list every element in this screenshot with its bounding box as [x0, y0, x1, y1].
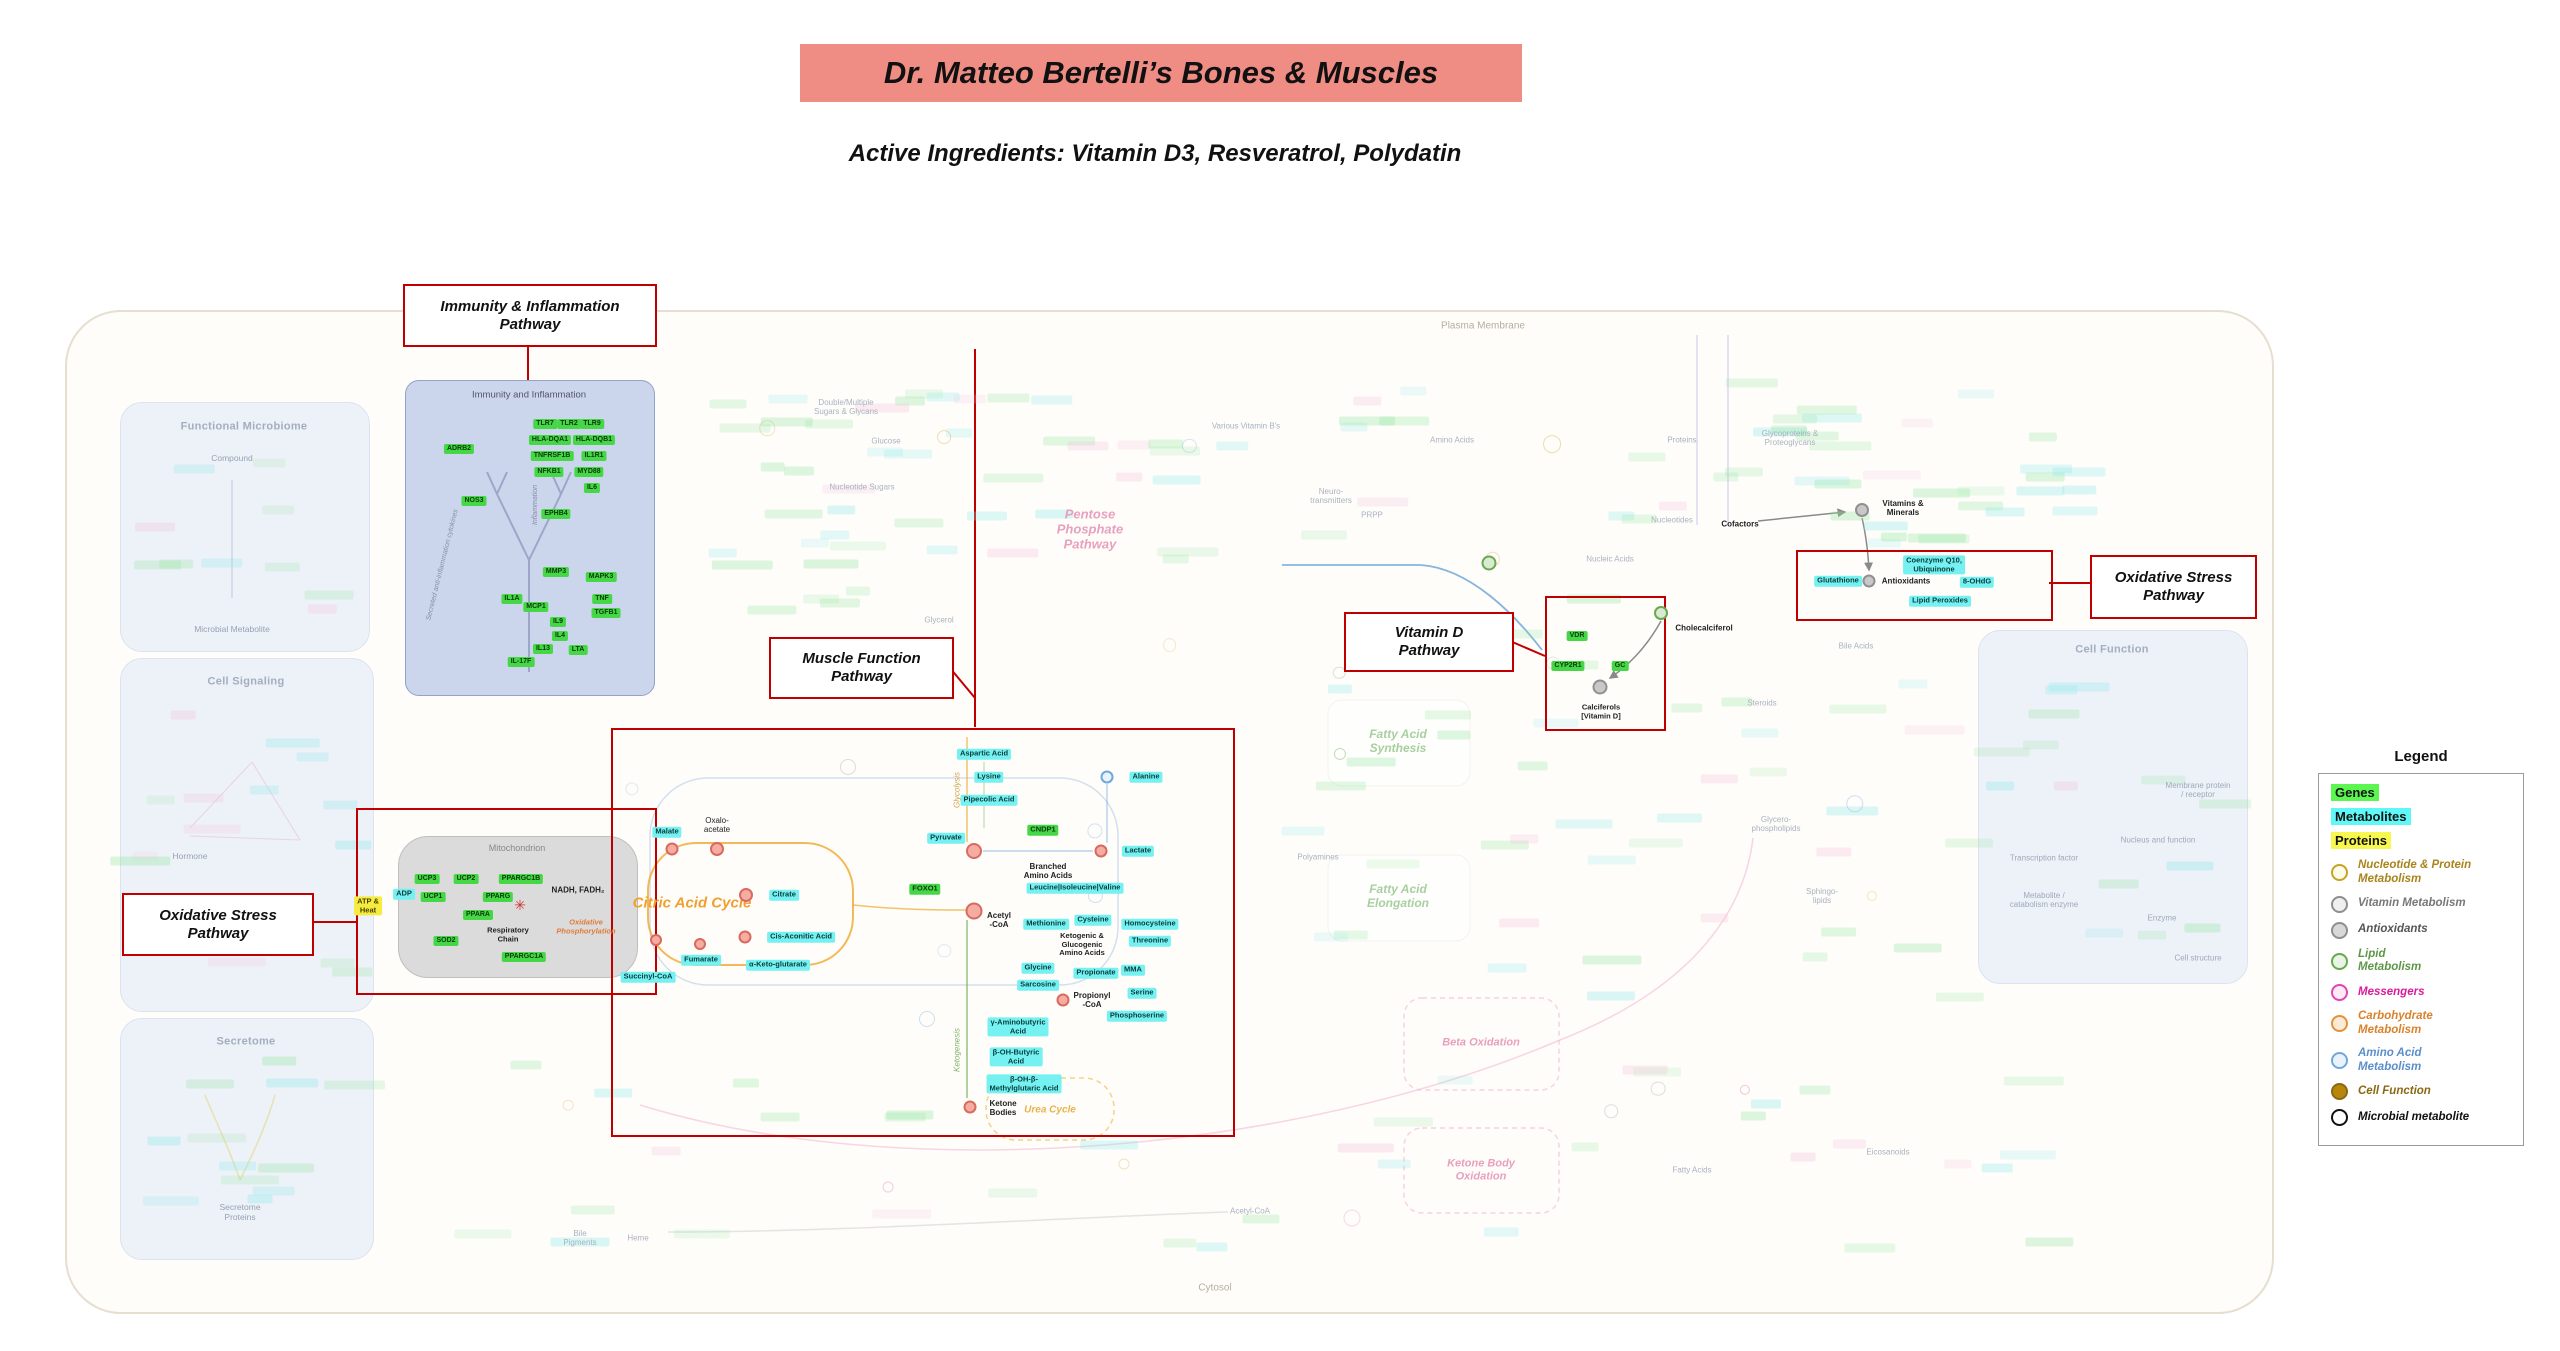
- legend-item-label: Nucleotide & Protein Metabolism: [2358, 859, 2472, 885]
- category-circle-icon: [2331, 952, 2348, 970]
- cell-function-panel: [1978, 630, 2248, 984]
- legend-item: Amino Acid Metabolism: [2331, 1047, 2511, 1075]
- legend-item: Carbohydrate Metabolism: [2331, 1010, 2511, 1038]
- legend-item: Nucleotide & Protein Metabolism: [2331, 859, 2511, 887]
- legend-item-label: Carbohydrate Metabolism: [2358, 1010, 2433, 1036]
- legend-item: Cell Function: [2331, 1083, 2511, 1101]
- legend-item-label: Amino Acid Metabolism: [2358, 1046, 2422, 1073]
- legend-item: Vitamin Metabolism: [2331, 895, 2511, 913]
- category-circle-icon: [2331, 921, 2348, 939]
- category-circle-icon: [2331, 1015, 2348, 1033]
- legend-item-label: Lipid Metabolism: [2358, 947, 2422, 974]
- oxidative-stress-mito-box: [356, 808, 657, 995]
- muscle-function-box: [611, 728, 1235, 1137]
- secretome-panel: [120, 1018, 374, 1260]
- category-circle-icon: [2331, 1052, 2348, 1070]
- legend-highlight-row: Metabolites: [2331, 808, 2511, 826]
- cell-signaling-panel: [120, 658, 374, 1012]
- legend-highlight-row: Genes: [2331, 784, 2511, 802]
- legend-highlight-row: Proteins: [2331, 832, 2511, 850]
- vitamin-d-box: [1545, 596, 1666, 731]
- page-subtitle: Active Ingredients: Vitamin D3, Resverat…: [848, 140, 1462, 167]
- legend-item: Antioxidants: [2331, 921, 2511, 939]
- legend-item-label: Vitamin Metabolism: [2358, 897, 2466, 910]
- category-circle-icon: [2331, 864, 2348, 882]
- immunity-inflammation-box: [405, 380, 655, 696]
- functional-microbiome-panel: [120, 402, 370, 652]
- legend-item-label: Messengers: [2358, 985, 2425, 998]
- callout-oxidative-stress-left: Oxidative Stress Pathway: [122, 893, 314, 956]
- legend-item-label: Microbial metabolite: [2358, 1110, 2470, 1123]
- callout-vitamin-d-pathway: Vitamin D Pathway: [1344, 612, 1514, 672]
- legend-item: Messengers: [2331, 984, 2511, 1002]
- oxidative-stress-box: [1796, 550, 2053, 621]
- legend-title: Legend: [2394, 748, 2448, 765]
- legend-highlight-genes: Genes: [2331, 784, 2379, 801]
- legend-item-label: Cell Function: [2358, 1084, 2431, 1097]
- page-title: Dr. Matteo Bertelli’s Bones & Muscles: [800, 44, 1522, 102]
- callout-immunity-pathway: Immunity & Inflammation Pathway: [403, 284, 657, 347]
- category-circle-icon: [2331, 984, 2348, 1002]
- callout-muscle-function-pathway: Muscle Function Pathway: [769, 637, 954, 699]
- legend-item: Microbial metabolite: [2331, 1109, 2511, 1127]
- category-circle-icon: [2331, 895, 2348, 913]
- legend-item-label: Antioxidants: [2358, 923, 2428, 936]
- category-circle-icon: [2331, 1083, 2348, 1101]
- legend-item: Lipid Metabolism: [2331, 948, 2511, 976]
- legend-highlight-metabolites: Metabolites: [2331, 808, 2411, 825]
- callout-oxidative-stress-right: Oxidative Stress Pathway: [2090, 555, 2257, 619]
- legend-highlight-proteins: Proteins: [2331, 832, 2392, 849]
- category-circle-icon: [2331, 1109, 2348, 1127]
